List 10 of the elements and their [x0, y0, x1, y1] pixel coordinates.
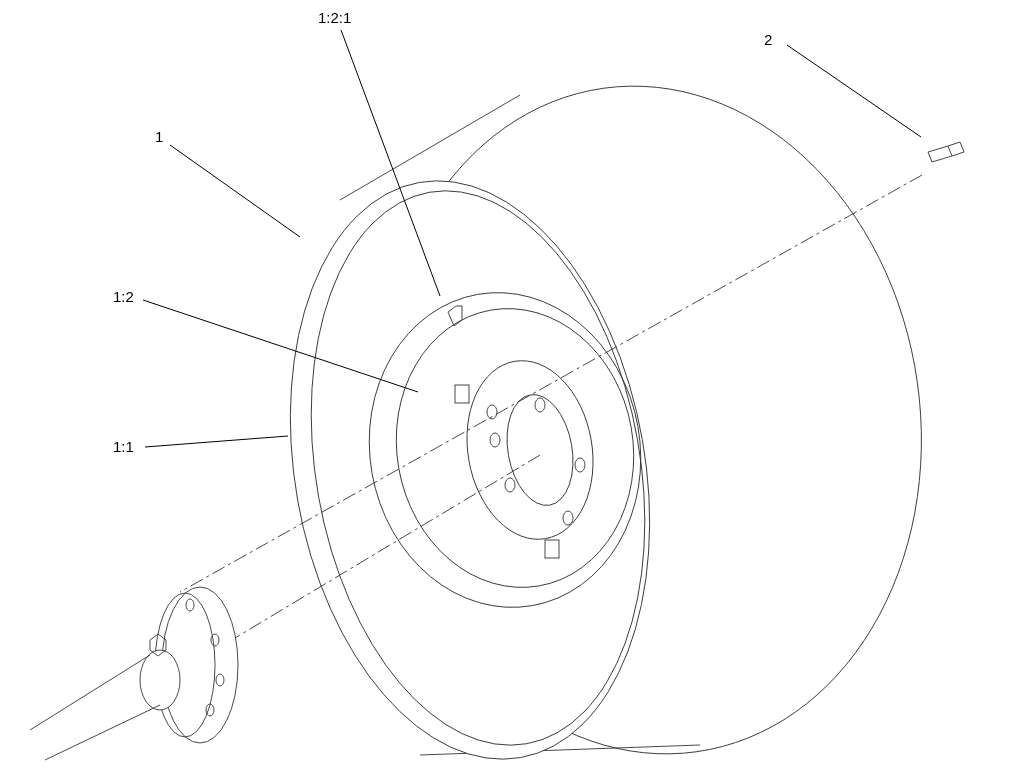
callout-number: 1:2 [113, 289, 134, 305]
callout-number: 1 [155, 129, 164, 145]
leader-line [169, 144, 301, 238]
leader-line [786, 44, 922, 138]
callout-number: 2 [764, 32, 773, 48]
callout-number: 1:2:1 [318, 10, 352, 26]
callout-number: 1:1 [113, 439, 134, 455]
leader-line [142, 299, 419, 393]
leader-line [340, 29, 441, 297]
leader-line [144, 435, 289, 448]
